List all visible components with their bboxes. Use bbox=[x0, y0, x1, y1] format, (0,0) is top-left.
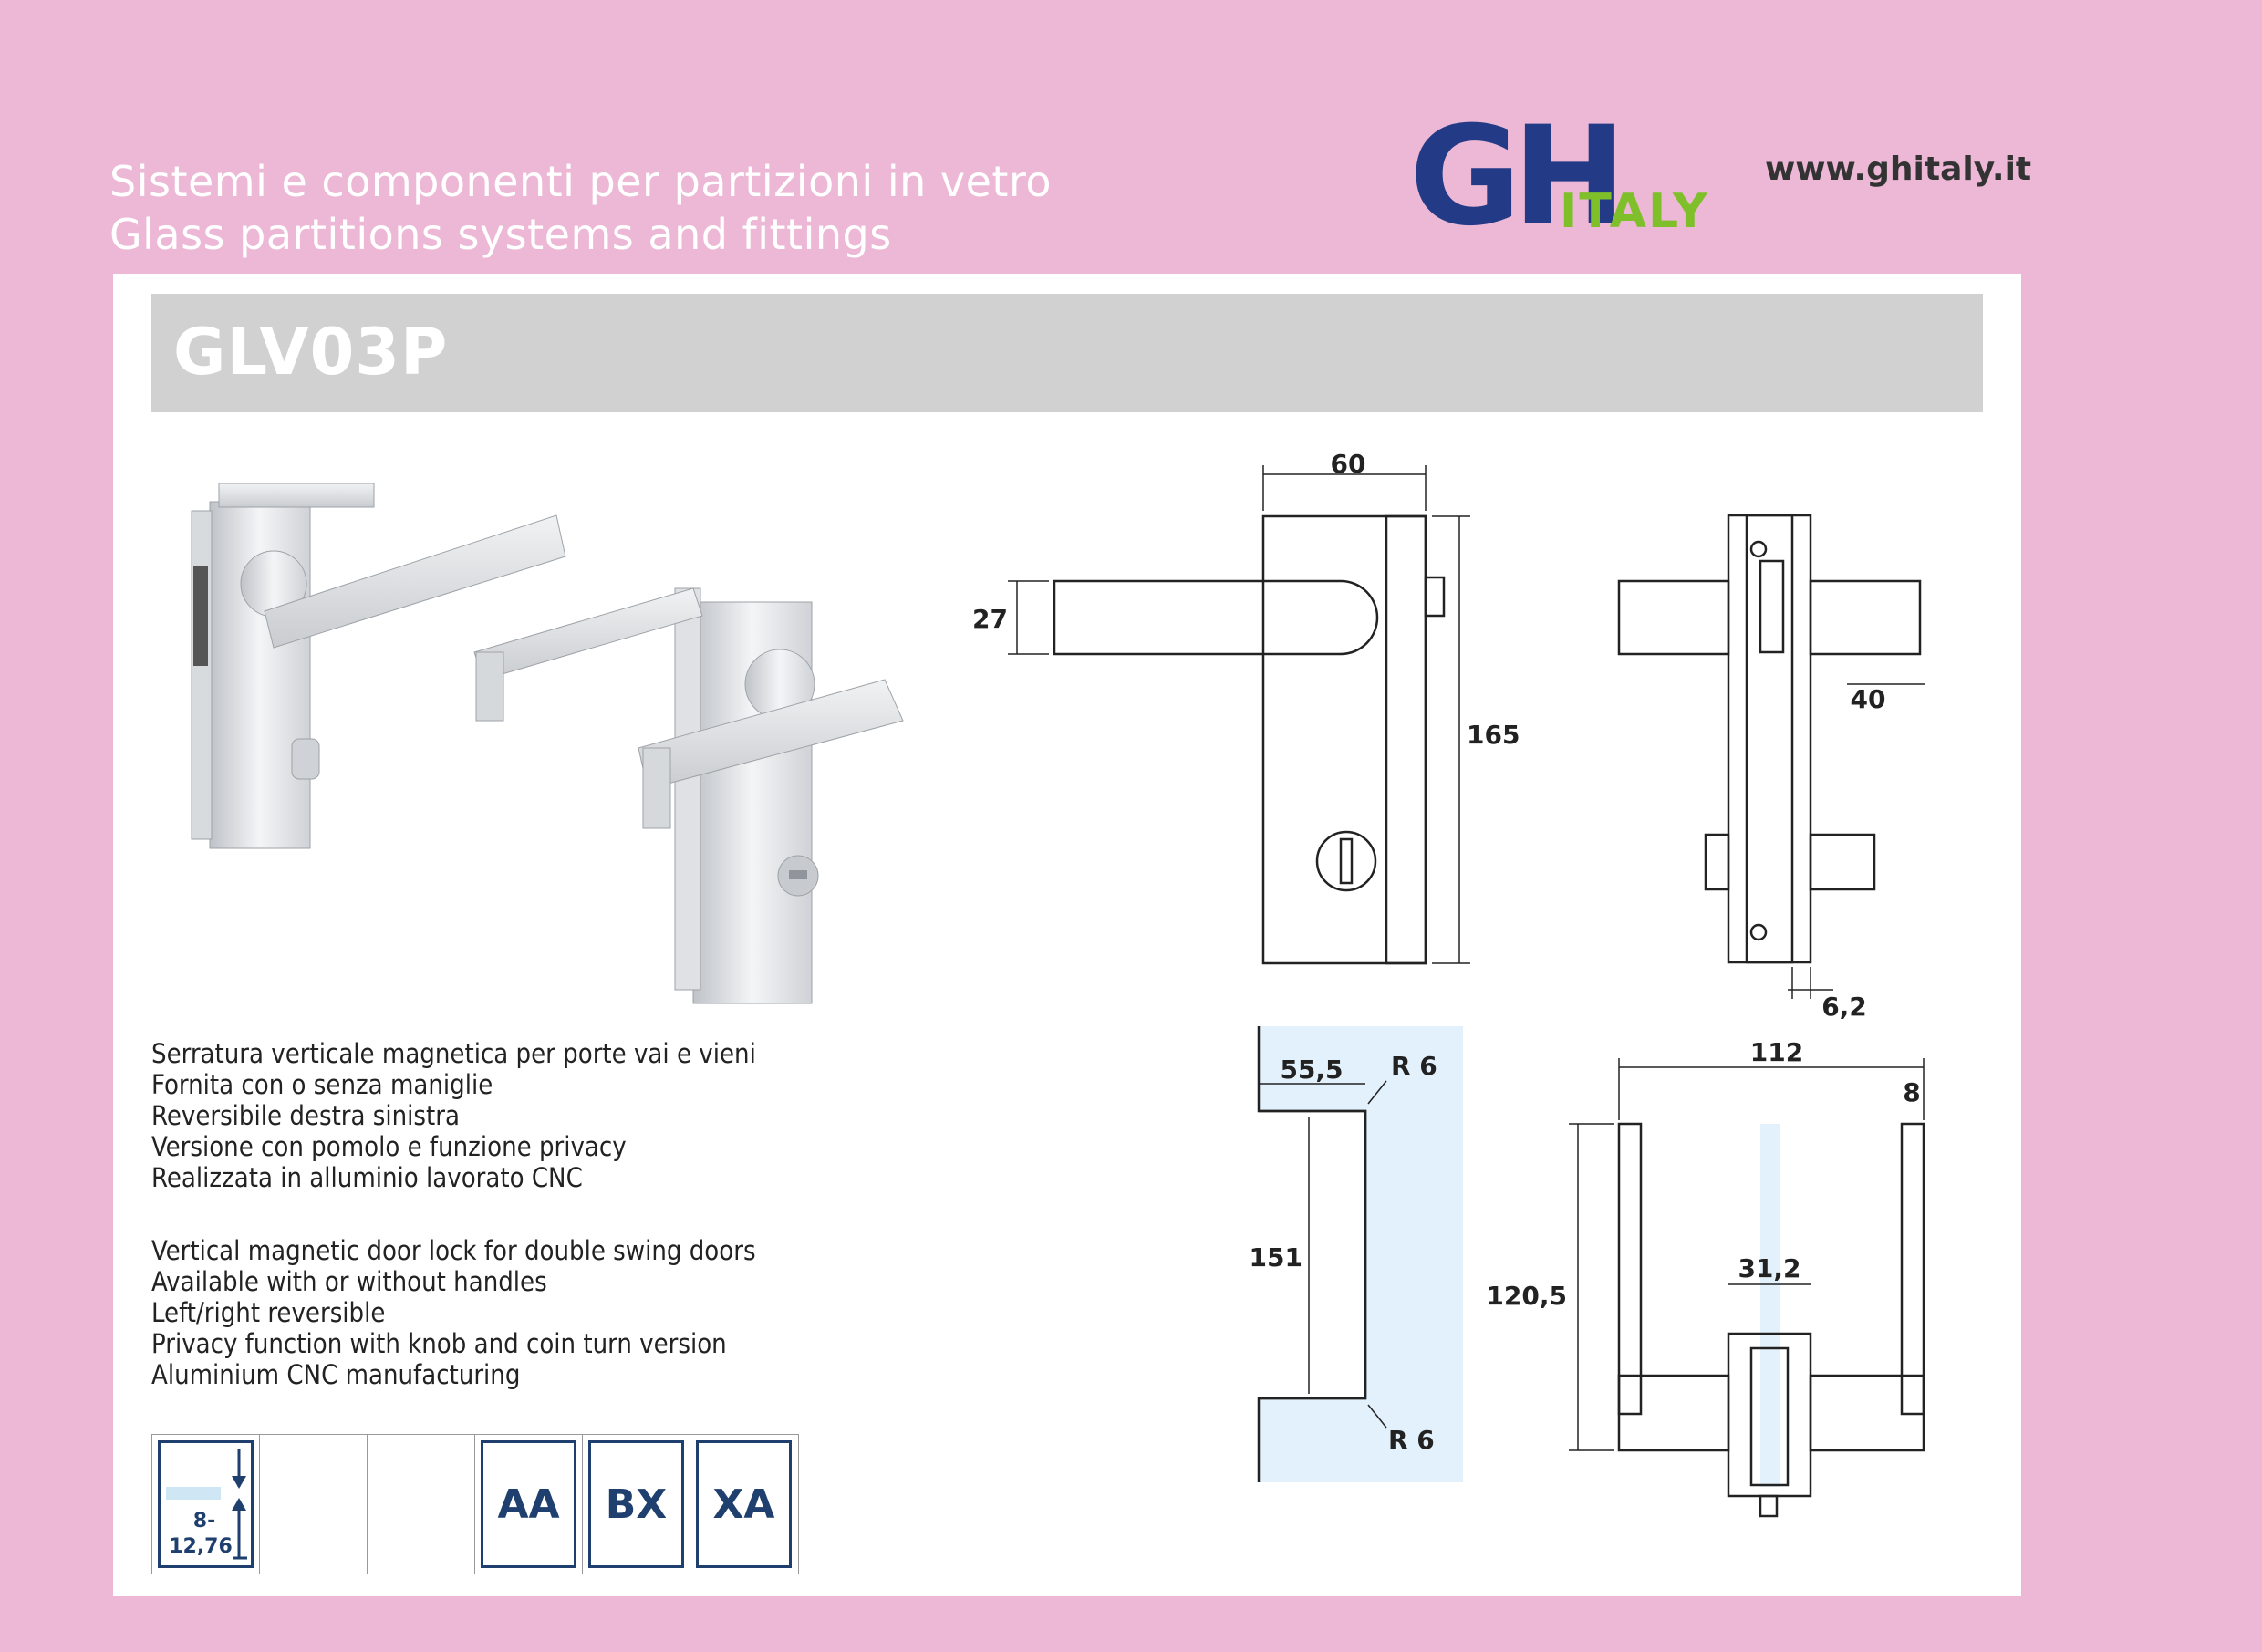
thickness-line1: 8- bbox=[193, 1510, 215, 1533]
finish-code-cell: XA bbox=[690, 1435, 797, 1574]
glass-cutout-drawing bbox=[1257, 1026, 1463, 1482]
desc-it-line: Fornita con o senza maniglie bbox=[151, 1069, 493, 1100]
title-bar bbox=[151, 294, 1983, 412]
front-view-drawing bbox=[1008, 465, 1470, 965]
desc-it-line: Reversibile destra sinistra bbox=[151, 1100, 460, 1131]
dim-side-gap: 6,2 bbox=[1821, 992, 1867, 1022]
dim-cutout-radius-bottom: R 6 bbox=[1388, 1425, 1435, 1455]
glass-thickness-icon: 8- 12,76 bbox=[158, 1440, 254, 1568]
desc-it-line: Versione con pomolo e funzione privacy bbox=[151, 1131, 627, 1162]
dim-total-height: 165 bbox=[1467, 720, 1520, 750]
empty-cell bbox=[260, 1435, 368, 1574]
tagline-english: Glass partitions systems and fittings bbox=[109, 210, 892, 259]
finish-code: AA bbox=[481, 1440, 576, 1568]
desc-en-line: Aluminium CNC manufacturing bbox=[151, 1359, 521, 1390]
spec-cells: 8- 12,76 AA BX XA bbox=[151, 1434, 799, 1574]
dim-front-width: 60 bbox=[1331, 449, 1366, 479]
finish-code: BX bbox=[588, 1440, 684, 1568]
finish-code-cell: AA bbox=[475, 1435, 583, 1574]
dim-top-overall-width: 112 bbox=[1750, 1037, 1803, 1067]
dim-top-handle-thickness: 8 bbox=[1903, 1077, 1920, 1107]
desc-it-line: Serratura verticale magnetica per porte … bbox=[151, 1038, 756, 1069]
dim-side-projection: 40 bbox=[1851, 684, 1886, 714]
desc-it-line: Realizzata in alluminio lavorato CNC bbox=[151, 1162, 583, 1193]
product-photo bbox=[191, 483, 904, 1004]
logo-sub-text: ITALY bbox=[1560, 184, 1709, 233]
desc-en-line: Left/right reversible bbox=[151, 1297, 386, 1328]
thickness-line2: 12,76 bbox=[169, 1535, 233, 1558]
website-link[interactable]: www.ghitaly.it bbox=[1765, 151, 2032, 188]
header-tagline: Sistemi e componenti per partizioni in v… bbox=[109, 155, 1052, 261]
logo-main-text: GH bbox=[1409, 114, 1618, 233]
product-code-title: GLV03P bbox=[173, 315, 449, 390]
dim-cutout-radius-top: R 6 bbox=[1391, 1051, 1437, 1081]
gh-italy-logo: GH ITALY bbox=[1409, 114, 1709, 233]
dim-top-height: 120,5 bbox=[1486, 1281, 1567, 1311]
top-view-drawing bbox=[1569, 1058, 1925, 1518]
empty-cell bbox=[368, 1435, 475, 1574]
desc-en-line: Vertical magnetic door lock for double s… bbox=[151, 1235, 756, 1266]
description-english: Vertical magnetic door lock for double s… bbox=[151, 1235, 756, 1390]
description-italian: Serratura verticale magnetica per porte … bbox=[151, 1038, 756, 1193]
dim-cutout-height: 151 bbox=[1250, 1242, 1302, 1273]
glass-thickness-cell: 8- 12,76 bbox=[152, 1435, 260, 1574]
dim-handle-height: 27 bbox=[972, 604, 1008, 634]
finish-code-cell: BX bbox=[583, 1435, 690, 1574]
tagline-italian: Sistemi e componenti per partizioni in v… bbox=[109, 157, 1052, 206]
desc-en-line: Privacy function with knob and coin turn… bbox=[151, 1328, 727, 1359]
dim-top-body-width: 31,2 bbox=[1738, 1253, 1800, 1283]
finish-code: XA bbox=[696, 1440, 792, 1568]
desc-en-line: Available with or without handles bbox=[151, 1266, 547, 1297]
side-view-drawing bbox=[1617, 514, 1925, 999]
dim-cutout-depth: 55,5 bbox=[1280, 1055, 1343, 1085]
